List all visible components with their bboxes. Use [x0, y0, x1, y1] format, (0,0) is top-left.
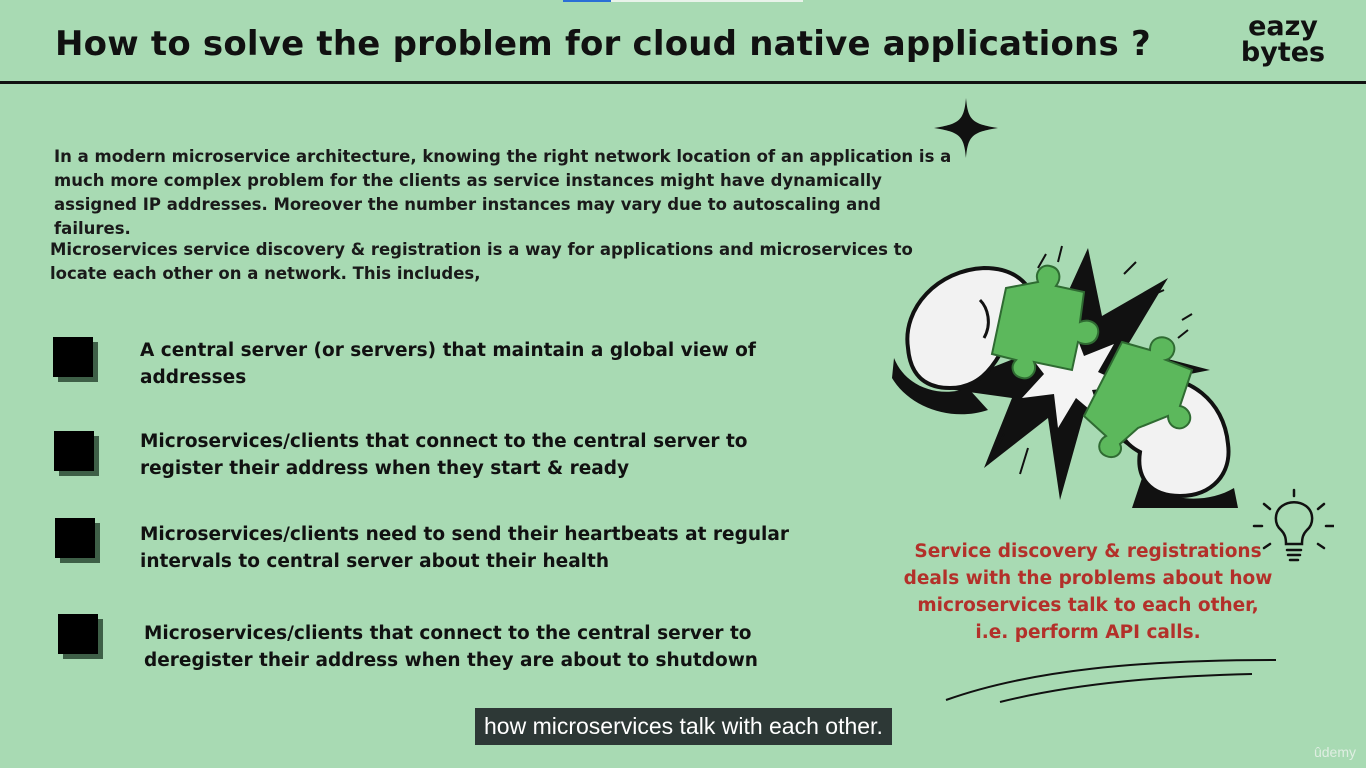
callout-line-1: Service discovery & registrations: [914, 541, 1262, 562]
bullet-item-4-line-1: Microservices/clients that connect to th…: [144, 623, 752, 644]
bullet-square-3: [55, 518, 95, 558]
bullet-item-3: Microservices/clients need to send their…: [140, 521, 820, 575]
bullet-item-1: A central server (or servers) that maint…: [140, 337, 820, 391]
player-progress-track: [611, 0, 803, 2]
slide-title: How to solve the problem for cloud nativ…: [55, 24, 1151, 64]
bullet-item-2-line-1: Microservices/clients that connect to th…: [140, 431, 748, 452]
bullet-item-2-line-2: register their address when they start &…: [140, 458, 630, 479]
callout-line-2: deals with the problems about how: [903, 568, 1273, 589]
video-subtitle: how microservices talk with each other.: [475, 708, 892, 745]
bullet-square-4: [58, 614, 98, 654]
logo-line-2: bytes: [1240, 37, 1326, 68]
callout-text: Service discovery & registrations deals …: [900, 538, 1276, 646]
lightbulb-icon: [1252, 488, 1334, 562]
bullet-item-4: Microservices/clients that connect to th…: [144, 620, 824, 674]
swoosh-decoration: [945, 659, 1277, 703]
bullet-square-2: [54, 431, 94, 471]
sparkle-icon: [934, 98, 998, 158]
bullet-item-4-line-2: deregister their address when they are a…: [144, 650, 758, 671]
udemy-watermark: ûdemy: [1313, 744, 1356, 760]
bullet-item-1-line-1: A central server (or servers) that maint…: [140, 340, 756, 361]
eazybytes-logo: eazy bytes: [1238, 11, 1328, 68]
title-divider: [0, 81, 1366, 84]
bullet-item-3-line-1: Microservices/clients need to send their…: [140, 524, 789, 545]
bullet-item-1-line-2: addresses: [140, 367, 247, 388]
bullet-item-2: Microservices/clients that connect to th…: [140, 428, 820, 482]
callout-line-4: i.e. perform API calls.: [975, 622, 1201, 643]
player-progress-accent: [563, 0, 611, 2]
bullet-item-3-line-2: intervals to central server about their …: [140, 551, 610, 572]
definition-paragraph: Microservices service discovery & regist…: [50, 240, 913, 283]
callout-line-3: microservices talk to each other,: [917, 595, 1259, 616]
logo-line-1: eazy: [1248, 11, 1318, 42]
intro-paragraph: In a modern microservice architecture, k…: [54, 147, 952, 238]
bullet-square-1: [53, 337, 93, 377]
puzzle-hands-illustration: [892, 245, 1238, 508]
